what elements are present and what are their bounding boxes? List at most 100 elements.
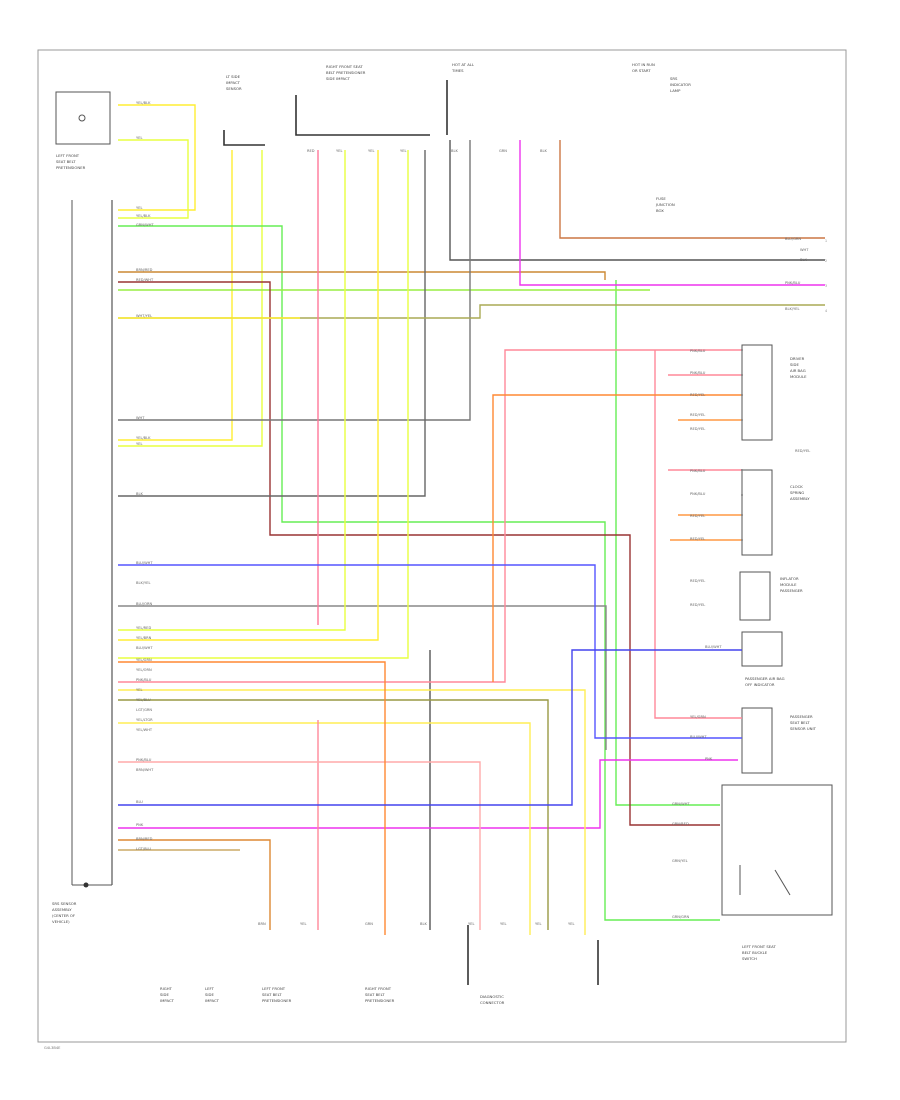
wires xyxy=(118,104,825,935)
svg-text:SPRING: SPRING xyxy=(790,490,804,495)
svg-text:MODULE: MODULE xyxy=(780,582,797,587)
svg-text:OR START: OR START xyxy=(632,68,651,73)
svg-text:YEL: YEL xyxy=(468,922,474,926)
svg-text:YEL: YEL xyxy=(535,922,541,926)
svg-text:IMPACT: IMPACT xyxy=(226,80,241,85)
svg-text:HOT AT ALL: HOT AT ALL xyxy=(452,62,475,67)
svg-text:LEFT: LEFT xyxy=(205,986,215,991)
svg-text:RED: RED xyxy=(307,149,315,153)
svg-text:LEFT FRONT: LEFT FRONT xyxy=(56,153,80,158)
svg-text:BLK: BLK xyxy=(136,492,143,496)
svg-text:HOT IN RUN: HOT IN RUN xyxy=(632,62,655,67)
svg-text:SENSOR UNIT: SENSOR UNIT xyxy=(790,726,817,731)
svg-text:PRETENSIONER: PRETENSIONER xyxy=(365,998,395,1003)
svg-text:BLK/YEL: BLK/YEL xyxy=(136,581,151,585)
svg-text:RED/WHT: RED/WHT xyxy=(136,278,154,282)
svg-text:LEFT FRONT: LEFT FRONT xyxy=(262,986,286,991)
svg-text:YEL/BRN: YEL/BRN xyxy=(136,636,152,640)
svg-text:SEAT BELT: SEAT BELT xyxy=(790,720,810,725)
svg-text:GRN/WHT: GRN/WHT xyxy=(672,802,690,806)
svg-text:PNK: PNK xyxy=(136,823,144,827)
svg-text:BLU: BLU xyxy=(136,800,143,804)
svg-text:BLK: BLK xyxy=(540,149,547,153)
component-captions: LEFT FRONT SEAT BELT PRETENSIONER LT SID… xyxy=(52,62,817,1005)
svg-text:PNK/BLU: PNK/BLU xyxy=(690,371,706,375)
svg-text:PNK/BLU: PNK/BLU xyxy=(785,281,801,285)
svg-text:YEL: YEL xyxy=(136,688,142,692)
svg-text:BLK: BLK xyxy=(420,922,427,926)
svg-text:YEL/BLK: YEL/BLK xyxy=(136,214,151,218)
svg-text:RED/YEL: RED/YEL xyxy=(690,393,705,397)
svg-text:YEL: YEL xyxy=(300,922,306,926)
svg-text:GRN: GRN xyxy=(499,149,507,153)
diagram-frame xyxy=(37,49,847,1043)
svg-text:BLK: BLK xyxy=(451,149,458,153)
svg-text:PNK/BLU: PNK/BLU xyxy=(136,678,152,682)
svg-text:BLK/YEL: BLK/YEL xyxy=(785,307,800,311)
svg-text:PRETENSIONER: PRETENSIONER xyxy=(262,998,292,1003)
svg-text:RED/YEL: RED/YEL xyxy=(690,514,705,518)
svg-text:BRN/WHT: BRN/WHT xyxy=(136,768,154,772)
svg-text:SRS: SRS xyxy=(670,76,678,81)
svg-text:YEL: YEL xyxy=(136,136,142,140)
svg-text:MODULE: MODULE xyxy=(790,374,807,379)
svg-text:BLU/WHT: BLU/WHT xyxy=(136,561,153,565)
svg-text:RIGHT FRONT: RIGHT FRONT xyxy=(365,986,392,991)
svg-text:BLU/WHT: BLU/WHT xyxy=(690,735,707,739)
svg-text:LT SIDE: LT SIDE xyxy=(226,74,241,79)
svg-text:LEFT FRONT SEAT: LEFT FRONT SEAT xyxy=(742,944,776,949)
svg-text:PASSENGER: PASSENGER xyxy=(790,714,813,719)
svg-text:PNK/BLU: PNK/BLU xyxy=(690,469,706,473)
svg-text:RED/YEL: RED/YEL xyxy=(690,413,705,417)
svg-text:YEL: YEL xyxy=(400,149,406,153)
svg-text:INFLATOR: INFLATOR xyxy=(780,576,799,581)
ecu-component xyxy=(71,200,113,888)
svg-text:DRIVER: DRIVER xyxy=(790,356,805,361)
svg-text:INDICATOR: INDICATOR xyxy=(670,82,691,87)
svg-text:RED/YEL: RED/YEL xyxy=(795,449,810,453)
svg-text:CONNECTOR: CONNECTOR xyxy=(480,1000,505,1005)
svg-text:IMPACT: IMPACT xyxy=(205,998,220,1003)
svg-text:RED/YEL: RED/YEL xyxy=(690,579,705,583)
svg-text:AIR BAG: AIR BAG xyxy=(790,368,806,373)
svg-text:YEL: YEL xyxy=(568,922,574,926)
connector-brackets xyxy=(223,80,599,985)
right-components xyxy=(721,344,833,916)
svg-text:GRN/WHT: GRN/WHT xyxy=(136,223,154,227)
pin-markers: 1 2 3 4 xyxy=(741,239,827,541)
svg-text:YEL: YEL xyxy=(136,206,142,210)
svg-text:YEL/BLK: YEL/BLK xyxy=(136,101,151,105)
svg-text:WHT: WHT xyxy=(800,248,809,252)
svg-text:PASSENGER AIR BAG: PASSENGER AIR BAG xyxy=(745,676,785,681)
svg-text:YEL: YEL xyxy=(336,149,342,153)
svg-text:CLOCK: CLOCK xyxy=(790,484,803,489)
svg-text:LGT/BLU: LGT/BLU xyxy=(136,847,151,851)
svg-text:BRN/RED: BRN/RED xyxy=(136,268,153,272)
svg-text:BELT PRETENSIONER: BELT PRETENSIONER xyxy=(326,70,366,75)
svg-text:4: 4 xyxy=(825,309,827,313)
svg-text:PNK: PNK xyxy=(705,757,713,761)
svg-text:ASSEMBLY: ASSEMBLY xyxy=(790,496,810,501)
svg-text:SEAT BELT: SEAT BELT xyxy=(262,992,282,997)
svg-text:PNK/BLU: PNK/BLU xyxy=(690,492,706,496)
svg-text:YEL/BLU: YEL/BLU xyxy=(136,698,151,702)
svg-text:BLU/GRN: BLU/GRN xyxy=(785,237,801,241)
svg-text:RIGHT: RIGHT xyxy=(160,986,173,991)
svg-text:PNK/BLU: PNK/BLU xyxy=(690,349,706,353)
svg-text:YEL/GRN: YEL/GRN xyxy=(136,658,152,662)
svg-text:SEAT BELT: SEAT BELT xyxy=(365,992,385,997)
svg-text:RIGHT FRONT SEAT: RIGHT FRONT SEAT xyxy=(326,64,363,69)
svg-text:PRETENSIONER: PRETENSIONER xyxy=(56,165,86,170)
svg-text:FUSE: FUSE xyxy=(656,196,666,201)
svg-text:BELT BUCKLE: BELT BUCKLE xyxy=(742,950,768,955)
svg-text:SWITCH: SWITCH xyxy=(742,956,757,961)
svg-text:1: 1 xyxy=(825,239,827,243)
svg-text:(CENTER OF: (CENTER OF xyxy=(52,913,75,918)
svg-text:2: 2 xyxy=(825,259,827,263)
svg-text:BRN/RED: BRN/RED xyxy=(136,837,153,841)
svg-text:IMPACT: IMPACT xyxy=(160,998,175,1003)
svg-text:YEL: YEL xyxy=(500,922,506,926)
svg-text:RED/YEL: RED/YEL xyxy=(690,537,705,541)
svg-text:YEL: YEL xyxy=(368,149,374,153)
